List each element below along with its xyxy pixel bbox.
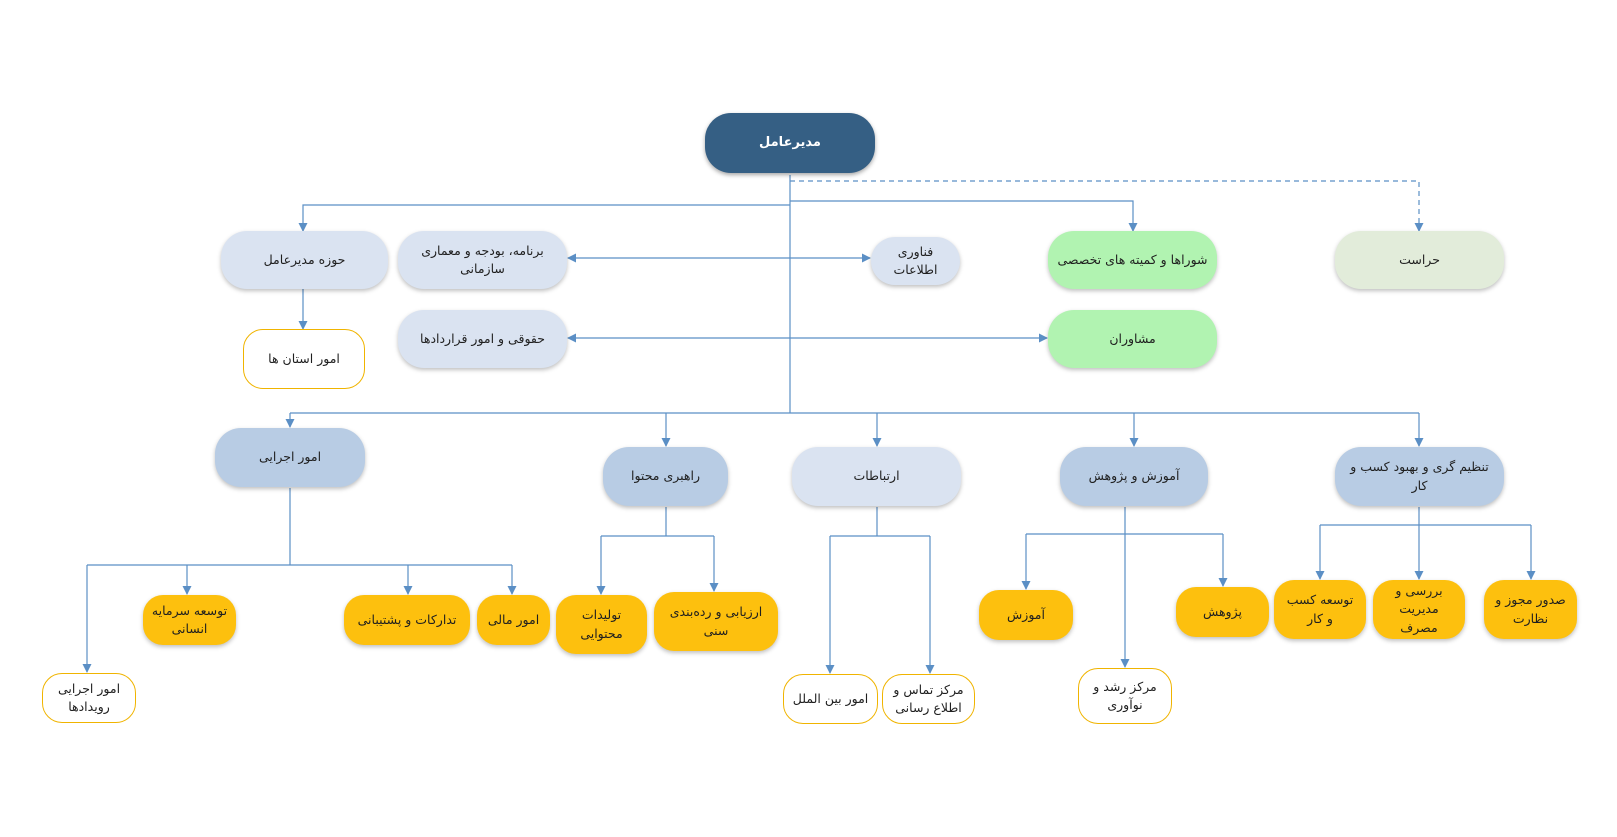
- node-education: آموزش: [979, 590, 1073, 640]
- connector-councils: [790, 200, 1138, 232]
- node-education-research: آموزش و پژوهش: [1060, 447, 1208, 506]
- node-ceo: مدیرعامل: [705, 113, 875, 173]
- node-it: فناوری اطلاعات: [871, 237, 960, 285]
- connector-security: [790, 180, 1424, 232]
- node-capital-dev: توسعه سرمایه انسانی: [143, 595, 236, 645]
- node-business-dev: توسعه کسب و کار: [1274, 580, 1366, 639]
- node-event-exec: امور اجرایی رویدادها: [42, 673, 136, 723]
- node-growth-center: مرکز رشد و نوآوری: [1078, 668, 1172, 724]
- node-ceo-office: حوزه مدیرعامل: [221, 231, 388, 289]
- node-communications: ارتباطات: [792, 447, 961, 506]
- node-content-prod: تولیدات محتوایی: [556, 595, 647, 654]
- node-councils: شوراها و کمیته های تخصصی: [1048, 231, 1217, 289]
- node-planning: برنامه، بودجه و معماری سازمانی: [398, 231, 567, 289]
- node-procurement: تدارکات و پشتیبانی: [344, 595, 470, 645]
- node-contact-center: مرکز تماس و اطلاع رسانی: [882, 674, 975, 724]
- node-executive: امور اجرایی: [215, 428, 365, 487]
- node-consumption: بررسی و مدیریت مصرف: [1373, 580, 1465, 639]
- node-international: امور بین الملل: [783, 674, 878, 724]
- node-evaluation: ارزیابی و رده‌بندی سنی: [654, 592, 778, 651]
- node-advisors: مشاوران: [1048, 310, 1217, 368]
- node-content: راهبری محتوا: [603, 447, 728, 506]
- node-research: پژوهش: [1176, 587, 1269, 637]
- node-provinces: امور استان ها: [243, 329, 365, 389]
- node-finance: امور مالی: [477, 595, 550, 645]
- node-licensing: صدور مجوز و نظارت: [1484, 580, 1577, 639]
- node-security: حراست: [1335, 231, 1504, 289]
- node-regulation: تنظیم گری و بهبود کسب و کار: [1335, 447, 1504, 506]
- node-legal: حقوقی و امور قراردادها: [398, 310, 567, 368]
- connector-ceo-office: [298, 204, 790, 232]
